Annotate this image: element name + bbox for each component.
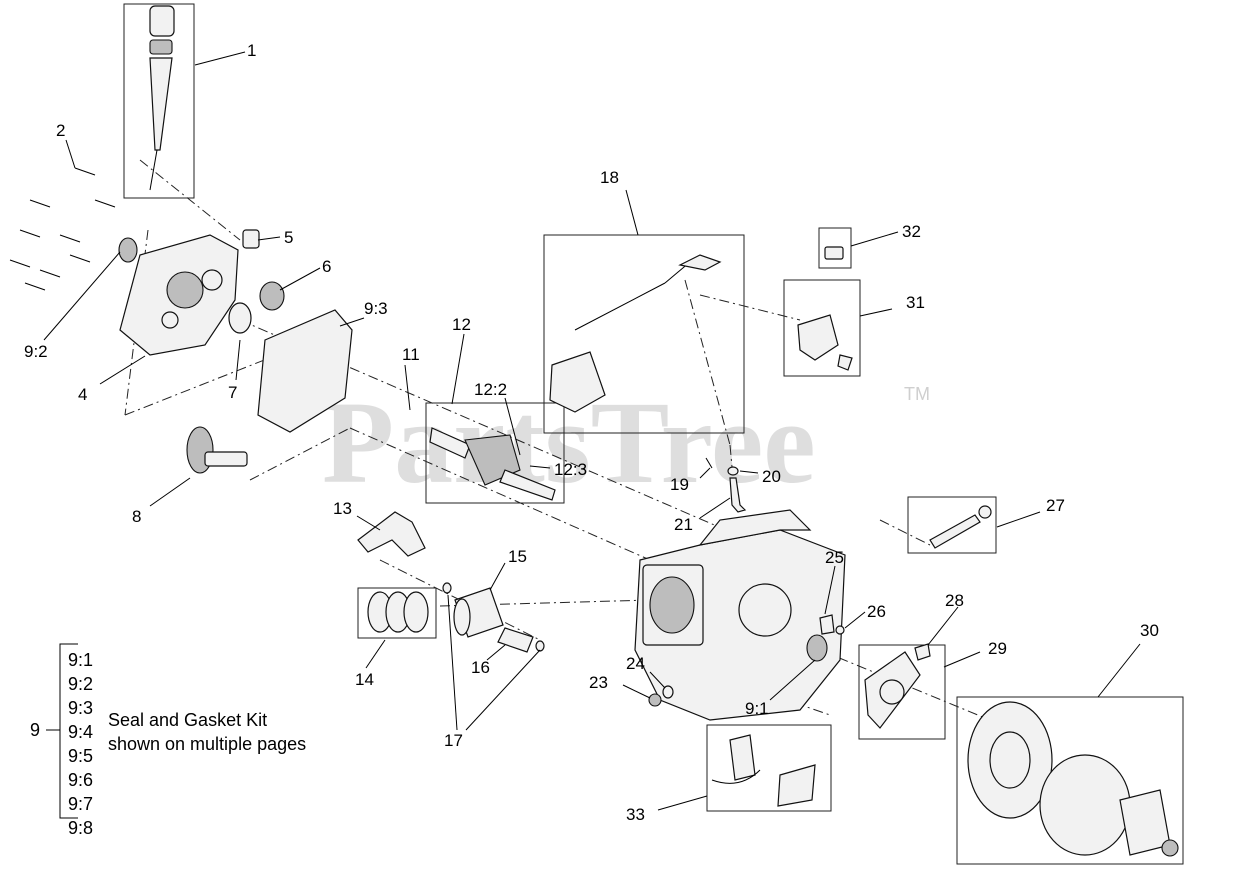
- callout-27: 27: [1046, 496, 1065, 515]
- callout-4: 4: [78, 385, 87, 404]
- governor-shaft-21: [729, 477, 747, 513]
- callout-12-2: 12:2: [474, 380, 507, 399]
- cover-bolts: [9, 167, 116, 291]
- callout-9-3: 9:3: [364, 299, 388, 318]
- callout-9-1: 9:1: [745, 699, 769, 718]
- crankcase-gasket: [257, 309, 353, 433]
- legend-description-2: shown on multiple pages: [108, 734, 306, 754]
- callout-12-3: 12:3: [554, 460, 587, 479]
- connecting-rod: [357, 511, 426, 557]
- stator-assembly: [858, 644, 946, 740]
- callout-21: 21: [674, 515, 693, 534]
- callout-7: 7: [228, 383, 237, 402]
- crankcase-cover: [119, 234, 239, 356]
- callout-17: 17: [444, 731, 463, 750]
- ignition-coil-assembly: [706, 724, 832, 812]
- legend-item-9-8: 9:8: [68, 818, 93, 838]
- dipstick-tube-assembly: [123, 3, 195, 199]
- pin-19: [705, 457, 713, 469]
- callout-30: 30: [1140, 621, 1159, 640]
- piston-pin: [497, 627, 534, 653]
- callout-24: 24: [626, 654, 645, 673]
- callout-20: 20: [762, 467, 781, 486]
- callout-5: 5: [284, 228, 293, 247]
- callout-32: 32: [902, 222, 921, 241]
- legend-item-9-5: 9:5: [68, 746, 93, 766]
- legend-item-9-7: 9:7: [68, 794, 93, 814]
- callout-8: 8: [132, 507, 141, 526]
- callout-33: 33: [626, 805, 645, 824]
- flywheel-assembly: [956, 696, 1184, 865]
- legend-item-9-3: 9:3: [68, 698, 93, 718]
- callout-2: 2: [56, 121, 65, 140]
- callout-31: 31: [906, 293, 925, 312]
- callout-28: 28: [945, 591, 964, 610]
- bracket-25: [819, 614, 835, 635]
- washer-20: [727, 466, 739, 476]
- legend-item-9-1: 9:1: [68, 650, 93, 670]
- callout-12: 12: [452, 315, 471, 334]
- drain-plug-23: [648, 693, 662, 707]
- callout-18: 18: [600, 168, 619, 187]
- callout-26: 26: [867, 602, 886, 621]
- crankshaft-assembly: [425, 402, 565, 504]
- oil-seal-9-1: [806, 634, 828, 662]
- callout-14: 14: [355, 670, 374, 689]
- legend-item-9-4: 9:4: [68, 722, 93, 742]
- camshaft: [186, 426, 248, 474]
- washer-24: [662, 685, 674, 699]
- callout-1: 1: [247, 41, 256, 60]
- callout-11: 11: [402, 345, 420, 364]
- callout-25: 25: [825, 548, 844, 567]
- callout-6: 6: [322, 257, 331, 276]
- leader-lines: [43, 51, 1141, 811]
- circlip-1: [442, 582, 452, 594]
- shaft-assembly-27: [907, 496, 997, 554]
- legend-number: 9: [30, 720, 40, 740]
- callout-13: 13: [333, 499, 352, 518]
- key-28: [914, 643, 931, 661]
- callout-9-2: 9:2: [24, 342, 48, 361]
- engine-block: [634, 509, 846, 721]
- callout-23: 23: [589, 673, 608, 692]
- callout-29: 29: [988, 639, 1007, 658]
- callout-16: 16: [471, 658, 490, 677]
- cover-small-parts: [118, 229, 285, 334]
- callout-19: 19: [670, 475, 689, 494]
- switch-bracket: [818, 227, 852, 269]
- callout-15: 15: [508, 547, 527, 566]
- watermark-tm: TM: [904, 384, 930, 404]
- bolt-26: [835, 625, 845, 635]
- legend-description-1: Seal and Gasket Kit: [108, 710, 267, 730]
- callout-labels: 1 2 5 6 9:3 9:2 4 7 11 12 12:2 12:3 8 13…: [24, 41, 1159, 824]
- circlip-2: [535, 640, 545, 652]
- piston-rings: [357, 587, 437, 639]
- piston: [453, 587, 504, 638]
- legend-item-9-6: 9:6: [68, 770, 93, 790]
- governor-linkage-assembly: [543, 234, 745, 434]
- governor-bracket: [783, 279, 861, 377]
- kit-legend: 9 9:1 9:2 9:3 9:4 9:5 9:6 9:7 9:8 Seal a…: [30, 643, 306, 838]
- legend-item-9-2: 9:2: [68, 674, 93, 694]
